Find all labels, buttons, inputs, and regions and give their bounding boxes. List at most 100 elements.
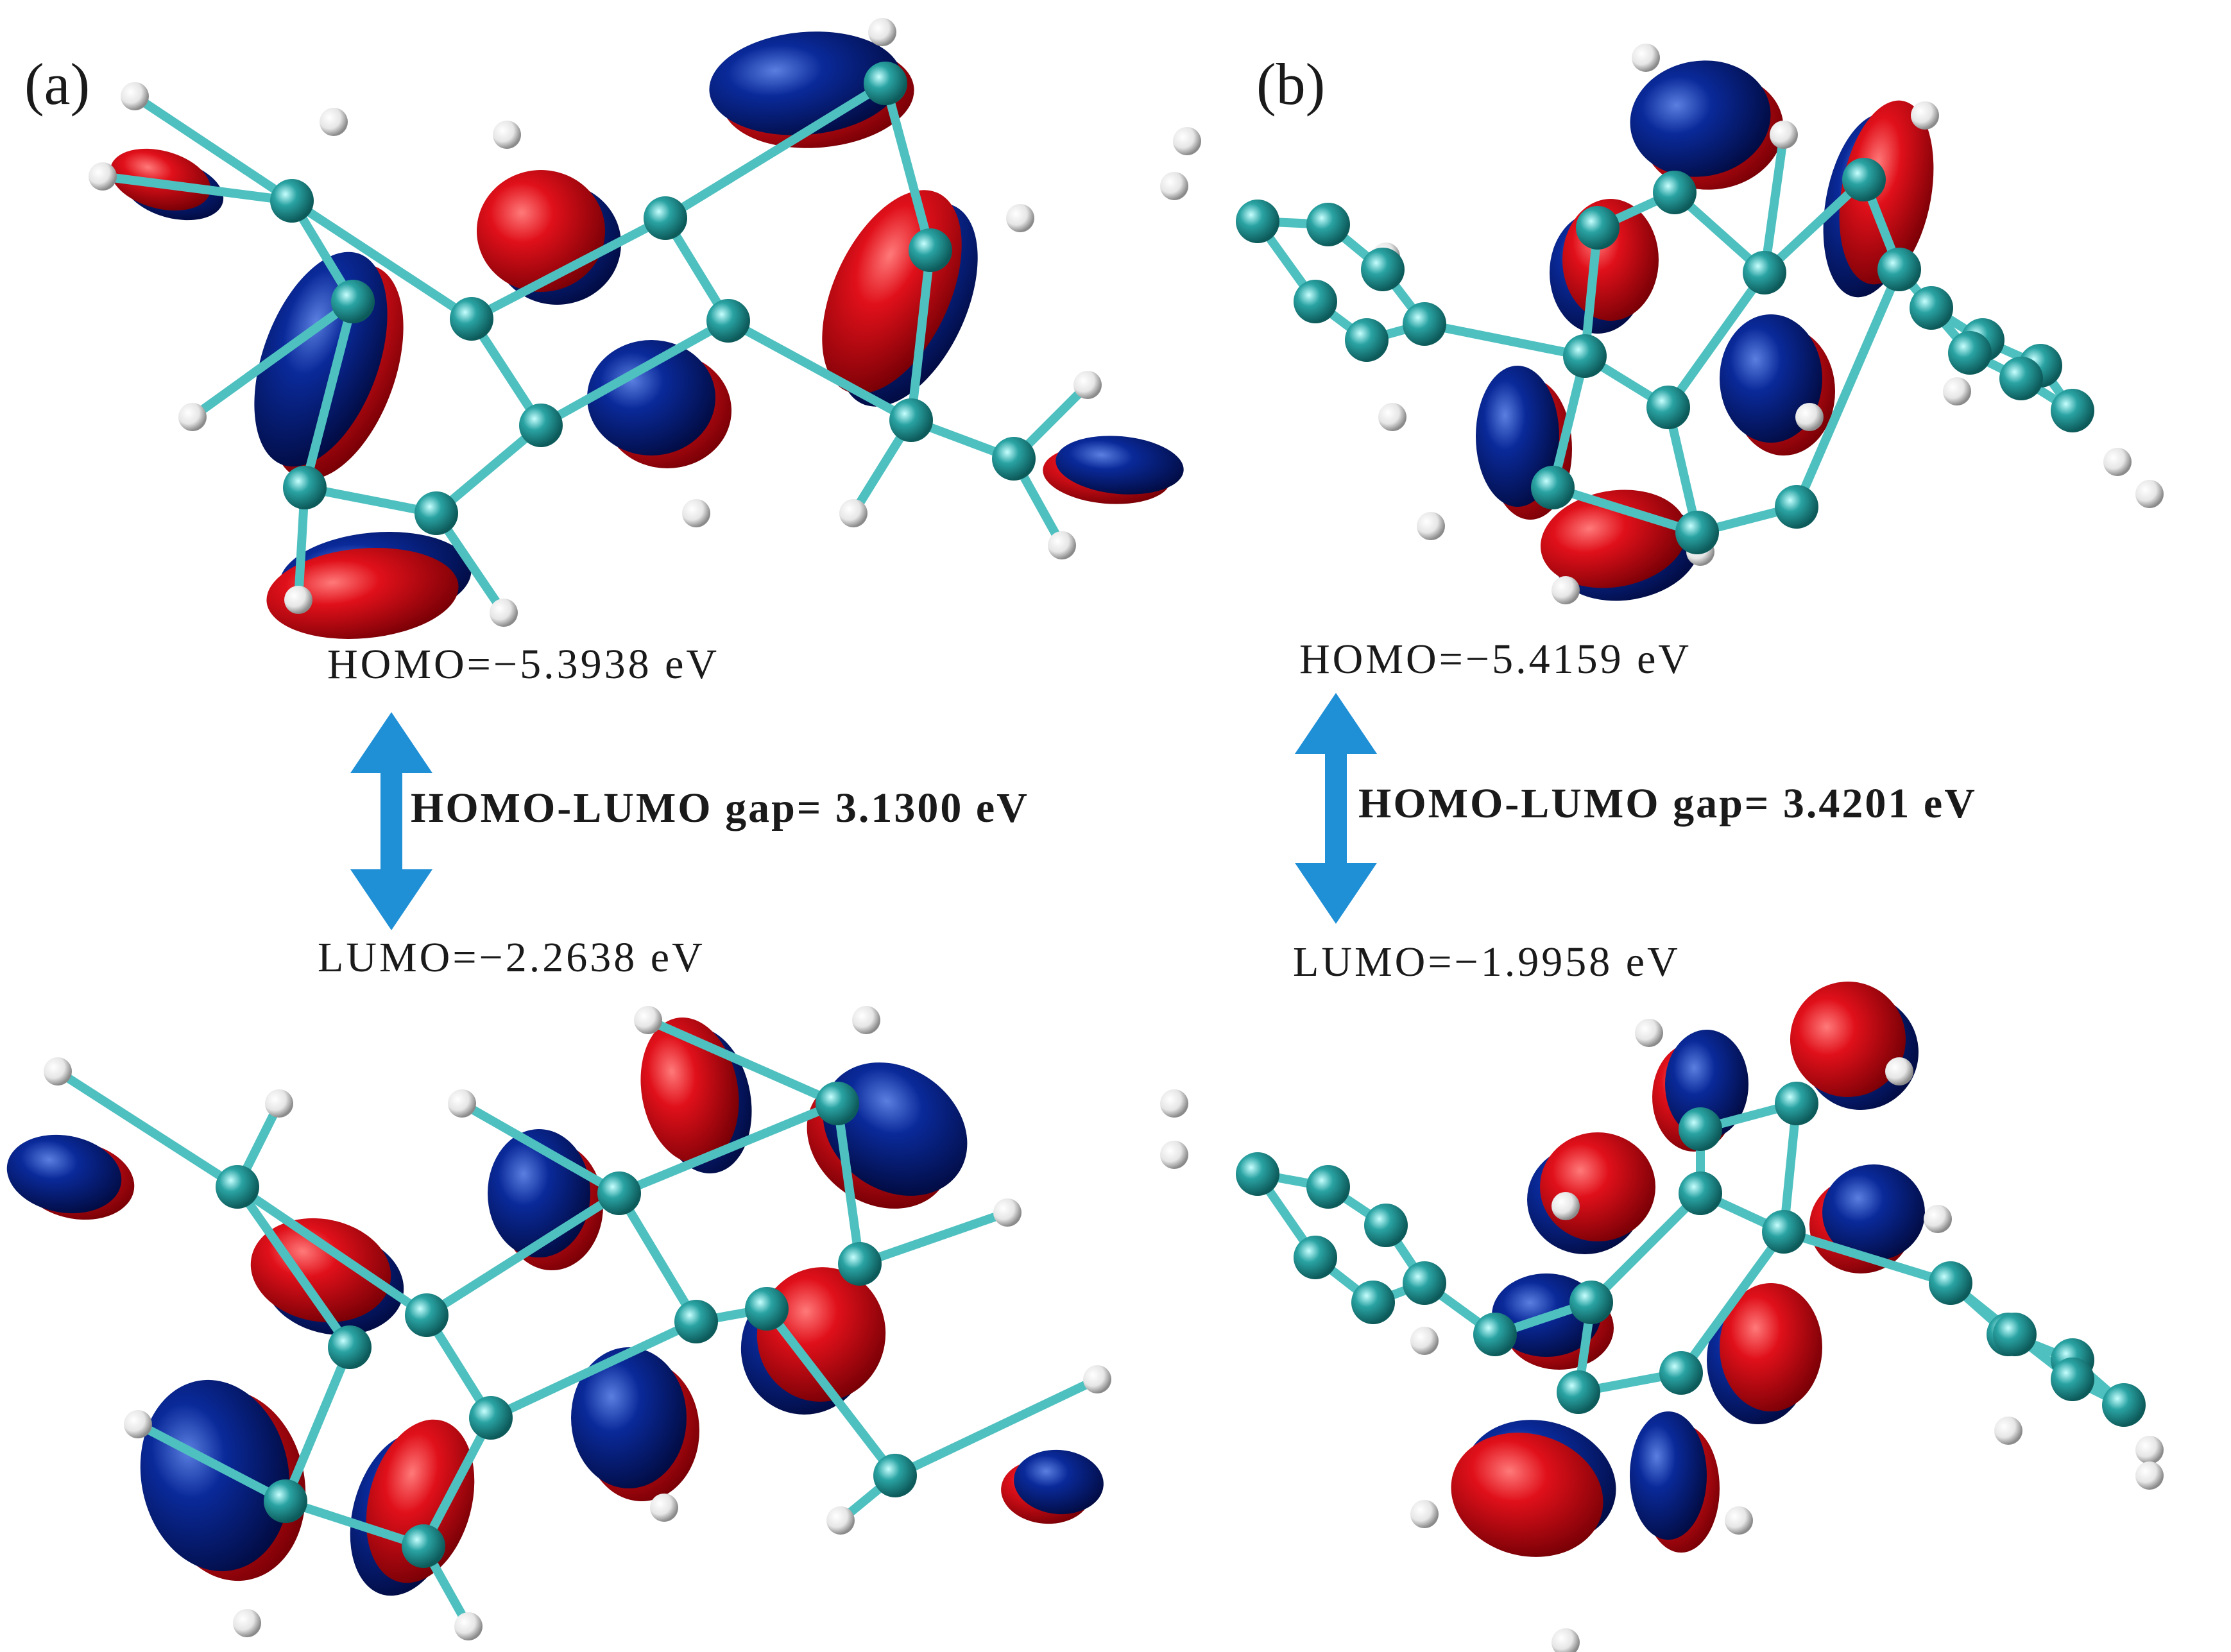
- panel-b-lumo-orbital-5-front-lobe: [1720, 1283, 1822, 1411]
- panel-b-homo-carbon-atom-16: [1910, 286, 1953, 330]
- panel-b-homo-hydrogen-atom-0: [1632, 44, 1660, 72]
- panel-a-homo-hydrogen-atom-1: [121, 82, 149, 110]
- panel-a-homo-bond-2: [467, 214, 670, 323]
- panel-a-lumo-bond-13: [53, 1067, 242, 1191]
- panel-a-homo-bond-7: [907, 246, 935, 425]
- panel-b-homo-hydrogen-atom-9: [1551, 576, 1580, 604]
- panel-b-homo-carbon-atom-13: [1403, 302, 1446, 346]
- panel-a-lumo-hydrogen-atom-9: [124, 1410, 152, 1438]
- panel-b-lumo-hydrogen-atom-8: [1725, 1506, 1753, 1535]
- panel-a-lumo-orbital-5-front-lobe: [756, 1267, 886, 1402]
- panel-b-homo-carbon-atom-6: [1877, 248, 1921, 291]
- panel-b-gap-label: HOMO-LUMO gap= 3.4201 eV: [1358, 780, 1977, 827]
- panel-b-homo-bond-5: [1760, 175, 1868, 277]
- panel-a-homo-bond-16: [188, 297, 357, 422]
- panel-a-lumo-orbital-6-front-lobe: [571, 1347, 687, 1488]
- panel-a-homo-carbon-atom-5: [864, 62, 907, 105]
- panel-b-lumo-hydrogen-atom-12: [2135, 1461, 2164, 1490]
- panel-a-lumo-carbon-atom-2: [469, 1396, 513, 1440]
- panel-b-homo-carbon-atom-9: [1531, 466, 1575, 509]
- panel-b-lumo-carbon-atom-3: [1659, 1351, 1703, 1395]
- panel-b-lumo-bond-16: [1779, 1227, 1955, 1288]
- panel-a-lumo-carbon-atom-3: [597, 1171, 641, 1215]
- panel-b-homo-carbon-atom-2: [1743, 251, 1786, 294]
- panel-b-homo-bond-18: [1420, 319, 1589, 361]
- panel-a-homo-carbon-atom-3: [644, 196, 687, 240]
- panel-a-homo-bond-6: [881, 79, 935, 255]
- panel-b-homo-orbital-1-front-lobe: [1839, 100, 1934, 285]
- panel-b-lumo-hydrogen-atom-3: [1160, 1089, 1188, 1118]
- panel-b-homo-bond-10: [1548, 352, 1589, 492]
- panel-a-homo-label: HOMO=−5.3938 eV: [327, 641, 720, 688]
- panel-a-lumo-bond-12: [419, 1413, 495, 1551]
- panel-a-lumo-carbon-atom-7: [745, 1287, 789, 1331]
- panel-b-lumo-carbon-atom-10: [1351, 1281, 1395, 1324]
- panel-b-homo-hydrogen-atom-4: [1160, 172, 1188, 200]
- panel-b-lumo-hydrogen-atom-2: [1551, 1192, 1580, 1220]
- panel-a-gap-arrow: [350, 712, 432, 930]
- panel-b-lumo-orbital-6-front-lobe: [1451, 1433, 1603, 1557]
- panel-b-homo-carbon-atom-21: [1948, 331, 1992, 375]
- panel-a-homo-bond-15: [130, 92, 296, 205]
- panel-b-homo-bond-26: [1760, 130, 1788, 277]
- panel-b-homo-bond-9: [1548, 483, 1702, 537]
- panel-a-homo-hydrogen-atom-5: [1006, 204, 1034, 232]
- panel-b-lumo-hydrogen-atom-6: [1410, 1327, 1439, 1355]
- panel-b-lumo-carbon-atom-4: [1557, 1370, 1600, 1414]
- panel-b-lumo-carbon-atom-17: [2102, 1383, 2146, 1427]
- panel-a-lumo-hydrogen-atom-1: [265, 1089, 293, 1118]
- panel-b-lumo-hydrogen-atom-11: [2135, 1436, 2164, 1464]
- panel-a-lumo-hydrogen-atom-8: [650, 1494, 678, 1522]
- panel-a-homo-orbital-4-front-lobe: [587, 340, 715, 456]
- panel-b-lumo-carbon-atom-18: [2051, 1358, 2094, 1401]
- panel-b-lumo-hydrogen-atom-10: [1924, 1205, 1952, 1233]
- panel-a-homo-bond-14: [98, 172, 296, 205]
- panel-a-homo-hydrogen-atom-4: [868, 18, 896, 46]
- panel-a-homo-hydrogen-atom-0: [89, 162, 117, 191]
- panel-b-homo-bond-7: [1792, 265, 1904, 511]
- panel-a-lumo-bond-0: [233, 1182, 431, 1320]
- panel-b-homo-carbon-atom-3: [1653, 171, 1697, 214]
- panel-a-lumo-carbon-atom-4: [674, 1300, 718, 1343]
- panel-b-homo-hydrogen-atom-8: [1417, 512, 1445, 540]
- panel-b-lumo-carbon-atom-6: [1775, 1082, 1818, 1125]
- panel-a-lumo-bond-15: [457, 1099, 624, 1198]
- panel-a-lumo-bond-20: [133, 1420, 290, 1506]
- panel-a-lumo-hydrogen-atom-7: [826, 1506, 855, 1535]
- panel-b-homo-hydrogen-atom-12: [2135, 480, 2164, 508]
- panel-b-homo-carbon-atom-0: [1563, 334, 1607, 378]
- panel-a-homo-carbon-atom-1: [450, 297, 493, 341]
- panel-a-lumo-orbital-8-front-lobe: [366, 1419, 475, 1583]
- panel-a-lumo-carbon-atom-1: [405, 1293, 449, 1337]
- panel-b-homo-orbital-3-front-lobe: [1720, 314, 1822, 443]
- panel-a-homo-bond-8: [724, 316, 916, 425]
- panel-b-lumo-hydrogen-atom-0: [1635, 1019, 1663, 1047]
- panel-a-homo-orbital-5-front-lobe: [709, 31, 902, 135]
- panel-b-homo-bond-1: [1664, 268, 1769, 412]
- panel-b-lumo-carbon-atom-8: [1236, 1152, 1279, 1196]
- panel-b-homo-carbon-atom-4: [1576, 206, 1620, 250]
- panel-b-lumo-carbon-atom-9: [1294, 1236, 1337, 1279]
- panel-a-homo-hydrogen-atom-12: [682, 499, 710, 527]
- panel-a-lumo-hydrogen-atom-0: [44, 1057, 72, 1086]
- panel-a-homo-bond-11: [300, 297, 357, 492]
- panel-a-homo-carbon-atom-9: [331, 280, 375, 323]
- panel-a-homo-hydrogen-atom-8: [839, 499, 868, 527]
- panel-b-lumo-carbon-atom-19: [1993, 1313, 2037, 1356]
- panel-b-lumo-hydrogen-atom-9: [1551, 1628, 1580, 1652]
- panel-a-homo-hydrogen-atom-7: [1048, 531, 1076, 559]
- panel-a-lumo-carbon-atom-0: [216, 1165, 259, 1209]
- panel-a-lumo-bond-16: [644, 1016, 842, 1108]
- panel-b-lumo-carbon-atom-2: [1762, 1210, 1806, 1254]
- panel-a-homo-bond-0: [287, 196, 476, 323]
- panel-a-homo-carbon-atom-8: [992, 437, 1036, 481]
- panel-b-lumo-orbital-2-front-lobe: [1540, 1132, 1655, 1241]
- panel-a-homo-bond-5: [661, 79, 890, 223]
- panel-b-lumo-carbon-atom-1: [1679, 1171, 1722, 1215]
- panel-b-homo-hydrogen-atom-3: [1173, 127, 1201, 155]
- panel-a-lumo-bond-8: [762, 1304, 900, 1480]
- panel-a-homo-orbital-3-front-lobe: [477, 170, 605, 292]
- panel-b-homo-hydrogen-atom-2: [1911, 101, 1939, 130]
- panel-b-lumo-hydrogen-atom-4: [1160, 1141, 1188, 1169]
